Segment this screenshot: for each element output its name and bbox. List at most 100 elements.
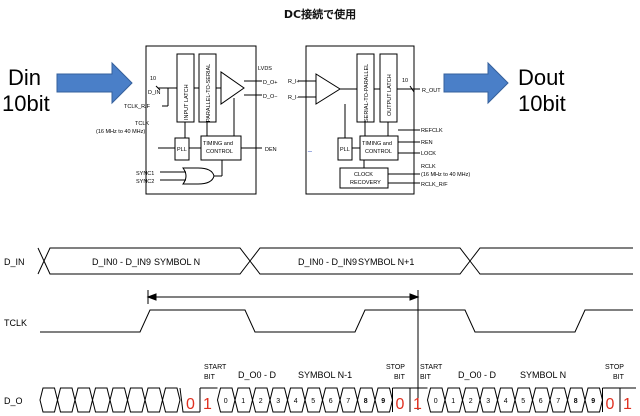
- do-signal-label: D_O: [4, 396, 23, 406]
- data-bit-number: 2: [259, 398, 263, 405]
- din-symbol2-range: D_IN0 - D_IN9: [298, 257, 357, 267]
- do-idle-segment: [179, 387, 200, 413]
- serializer-tclk-freq-label: (16 MHz to 40 MHz): [96, 129, 145, 135]
- data-bit-number: 8: [364, 398, 368, 405]
- rclk-freq-label: (16 MHz to 40 MHz): [421, 172, 470, 178]
- do-bit-cell: [109, 387, 129, 413]
- deserializer-box: [305, 45, 415, 195]
- rclk-rf-label: RCLK_R/F: [421, 182, 448, 188]
- do-range-label-1: D_O0 - D: [238, 370, 277, 380]
- do-bit-cell: [56, 387, 76, 413]
- rout-label: R_OUT: [422, 88, 441, 94]
- din-symbol2-label: SYMBOL N+1: [358, 257, 414, 267]
- data-bit-number: 7: [346, 398, 350, 405]
- output-arrow: [443, 61, 509, 105]
- data-bit-number: 9: [381, 398, 385, 405]
- stop-bit-label-2b: BIT: [613, 374, 625, 381]
- start-bit-label-1b: BIT: [204, 374, 216, 381]
- do-bit-cell: [39, 387, 59, 413]
- serializer-bus-width-label: 10: [150, 76, 156, 82]
- data-bit-number: 6: [329, 398, 333, 405]
- do-bit-cell: [144, 387, 164, 413]
- s2p-label: SERIAL-TO-PARALLEL: [364, 64, 370, 122]
- serializer-timing-label-1: TIMING and: [203, 141, 233, 147]
- input-latch-label: INPUT LATCH: [184, 84, 190, 120]
- din-symbol1-label: SYMBOL N: [154, 257, 200, 267]
- ri-minus-label: R_I−: [288, 95, 300, 101]
- din-symbol1-range: D_IN0 - D_IN9: [92, 257, 151, 267]
- serializer-din-label: D_IN: [148, 90, 161, 96]
- lvds-driver-icon: [220, 71, 245, 105]
- data-bit-number: 3: [486, 398, 490, 405]
- data-bit-number: 5: [521, 398, 525, 405]
- do-framing-bit: [602, 387, 620, 412]
- data-bit-number: 8: [574, 398, 578, 405]
- data-bit-number: 0: [224, 398, 228, 405]
- data-bit-number: 1: [241, 398, 245, 405]
- framing-bit-value: 0: [186, 396, 195, 413]
- rclk-label: RCLK: [421, 164, 436, 170]
- data-bit-number: 4: [504, 398, 508, 405]
- clock-recovery-label-1: CLOCK: [354, 172, 373, 178]
- ri-plus-label: R_I+: [288, 79, 300, 85]
- lvds-receiver-icon: [315, 73, 341, 105]
- data-bit-number: 4: [294, 398, 298, 405]
- do-bit-cell: [161, 387, 181, 413]
- data-bit-number: 9: [591, 398, 595, 405]
- start-bit-label-1a: START: [204, 364, 227, 371]
- data-bit-number: 0: [434, 398, 438, 405]
- stop-bit-label-1b: BIT: [394, 374, 406, 381]
- data-bit-number: 7: [556, 398, 560, 405]
- clock-recovery-label-2: RECOVERY: [350, 180, 381, 186]
- do-framing-bit: [619, 387, 636, 412]
- deserializer-timing-block: [359, 135, 399, 161]
- do-framing-bit: [409, 387, 428, 412]
- ren-label: REN: [421, 140, 433, 146]
- framing-bit-value: 1: [203, 396, 212, 413]
- refclk-label: REFCLK: [421, 128, 443, 134]
- tclk-waveform: [40, 309, 633, 333]
- stop-bit-label-2a: STOP: [605, 364, 624, 371]
- serializer-pll-block: [174, 137, 190, 161]
- lvds-label: LVDS: [258, 66, 272, 72]
- din-width-label: 10bit: [2, 91, 50, 116]
- data-bit-number: 2: [469, 398, 473, 405]
- dout-width-label: 10bit: [518, 91, 566, 116]
- framing-bit-value: 0: [606, 396, 615, 413]
- tclk-signal-label: TCLK: [4, 318, 27, 328]
- input-arrow: [56, 61, 133, 105]
- din-bus-waveform: [37, 247, 633, 275]
- data-bit-number: 6: [539, 398, 543, 405]
- data-bit-number: 3: [276, 398, 280, 405]
- deserializer-timing-label-1: TIMING and: [362, 141, 392, 147]
- do-bit-cell: [126, 387, 146, 413]
- serializer-timing-label-2: CONTROL: [206, 149, 233, 155]
- do-bit-cell: [74, 387, 94, 413]
- serializer-box: [145, 45, 257, 195]
- framing-bit-value: 1: [623, 396, 632, 413]
- den-label: DEN: [265, 147, 277, 153]
- page-title: DC接続で使用: [283, 8, 357, 21]
- do-symbol1-label: SYMBOL N-1: [298, 370, 352, 380]
- stop-bit-label-1a: STOP: [386, 364, 405, 371]
- do-minus-label: D_O−: [263, 94, 278, 100]
- deserializer-pll-label: PLL: [340, 147, 350, 153]
- deserializer-timing-label-2: CONTROL: [365, 149, 392, 155]
- din-signal-label: D_IN: [4, 257, 25, 267]
- dash-mark: _: [307, 145, 312, 152]
- serializer-tclk-label: TCLK: [135, 121, 149, 127]
- or-gate-icon: [182, 167, 215, 185]
- do-symbol2-label: SYMBOL N: [520, 370, 566, 380]
- serializer-pll-label: PLL: [177, 147, 187, 153]
- do-framing-bit: [199, 387, 218, 412]
- sync2-label: SYNC2: [136, 179, 154, 185]
- framing-bit-value: 0: [396, 396, 405, 413]
- framing-bit-value: 1: [413, 396, 422, 413]
- start-bit-label-2a: START: [420, 364, 443, 371]
- output-latch-label: OUTPUT LATCH: [387, 74, 393, 116]
- do-bit-cell: [91, 387, 111, 413]
- lock-label: LOCK: [421, 151, 436, 157]
- din-label: Din: [8, 65, 42, 90]
